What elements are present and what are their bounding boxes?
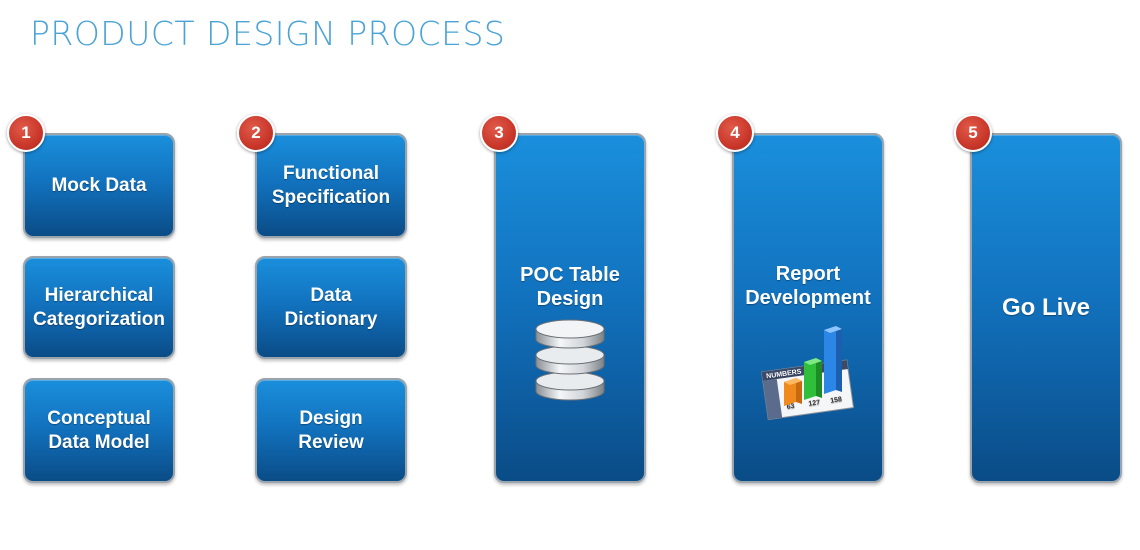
step-3-box-poc-table-design: POC Table Design (494, 133, 646, 483)
step-4-box-report-development: Report Development NUMBERS 25 38 64 63 1… (732, 133, 884, 483)
step-1-box-conceptual-data-model: Conceptual Data Model (23, 378, 175, 483)
box-label: Mock Data (51, 174, 147, 196)
chart-icon-value-1: 63 (786, 403, 795, 411)
box-label: Report Development (745, 263, 871, 309)
bar-chart-icon: NUMBERS 25 38 64 63 127 158 (761, 326, 855, 420)
step-5-box-go-live: Go Live (970, 133, 1122, 483)
chart-icon-header: NUMBERS (766, 368, 802, 380)
database-icon (535, 319, 605, 401)
step-number-badge-1: 1 (7, 114, 45, 152)
box-label: POC Table Design (520, 264, 620, 310)
step-number-badge-2: 2 (237, 114, 275, 152)
step-1-box-mock-data: Mock Data (23, 133, 175, 238)
box-label: Go Live (1001, 294, 1091, 321)
box-label: Data Dictionary (284, 284, 378, 330)
step-number-badge-5: 5 (954, 114, 992, 152)
box-label: Functional Specification (271, 162, 391, 208)
step-number-badge-4: 4 (716, 114, 754, 152)
step-number-badge-3: 3 (480, 114, 518, 152)
step-2-box-design-review: Design Review (255, 378, 407, 483)
step-2-box-data-dictionary: Data Dictionary (255, 256, 407, 359)
step-1-box-hierarchical-categorization: Hierarchical Categorization (23, 256, 175, 359)
box-label: Design Review (298, 407, 364, 453)
step-2-box-functional-specification: Functional Specification (255, 133, 407, 238)
chart-icon-value-2: 127 (808, 399, 821, 408)
page-title: PRODUCT DESIGN PROCESS (30, 14, 506, 53)
box-label: Conceptual Data Model (47, 407, 151, 453)
chart-icon-value-3: 158 (830, 396, 843, 405)
box-label: Hierarchical Categorization (33, 284, 165, 330)
